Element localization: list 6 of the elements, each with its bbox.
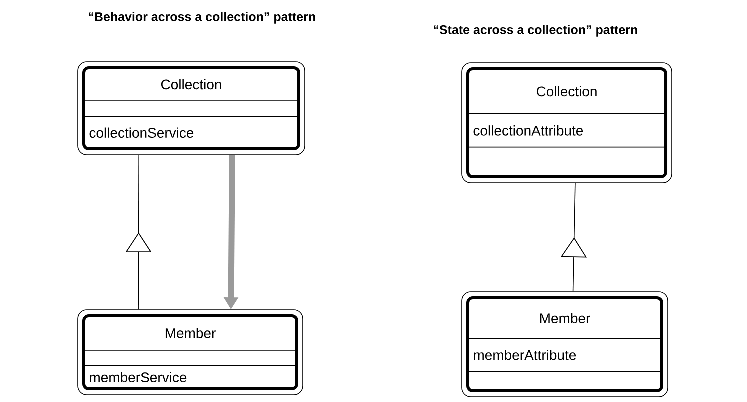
class-box: Member memberService [78, 310, 304, 396]
class-box: Collection collectionAttribute [462, 62, 672, 184]
pattern-heading: “Behavior across a collection” pattern [89, 12, 316, 24]
class-box: Collection collectionService [78, 62, 306, 156]
class-box: Member memberAttribute [462, 292, 668, 398]
pattern-heading: “State across a collection” pattern [434, 25, 638, 37]
